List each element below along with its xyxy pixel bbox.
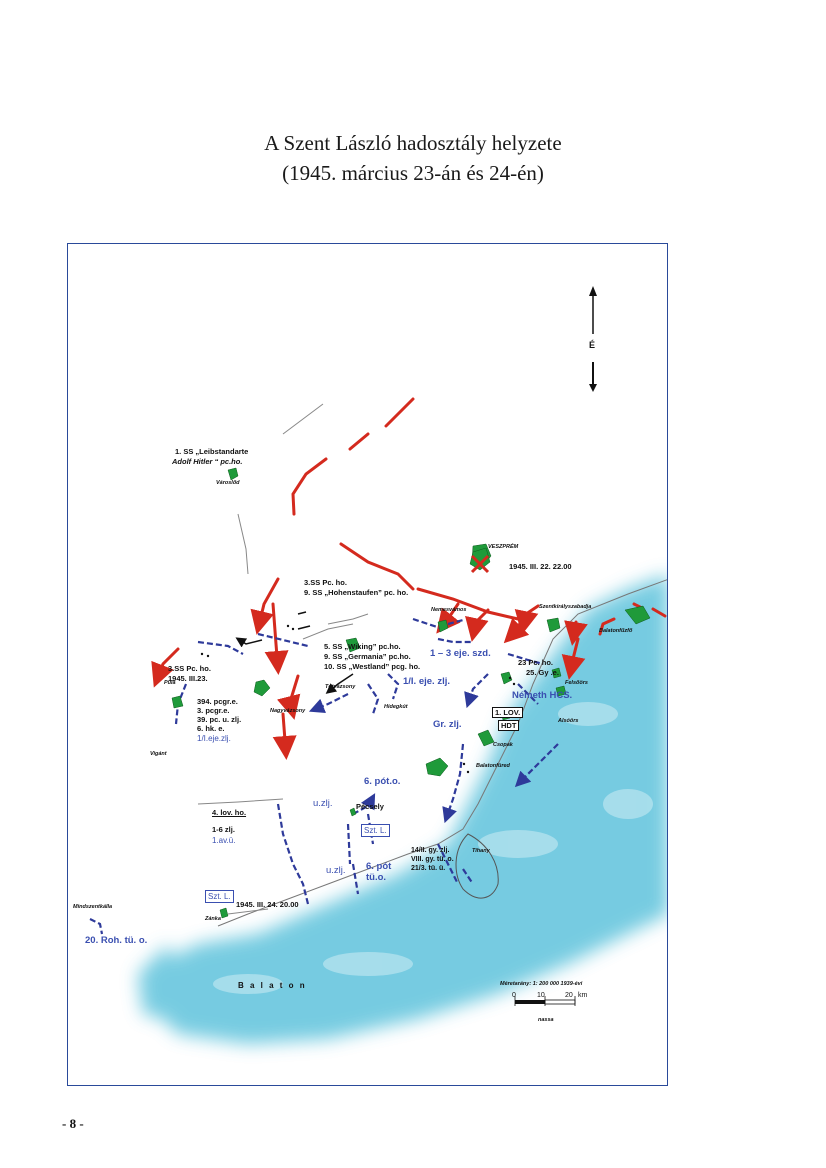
place-nagyvazsony: Nagyvázsony <box>270 708 306 714</box>
unit-sztl-a: Szt. L. <box>361 824 390 837</box>
place-csopak: Csopak <box>493 742 513 748</box>
unit-6pot-b-line2: tü.o. <box>366 872 387 883</box>
unit-lss-line2: Adolf Hitler “ pc.ho. <box>172 457 243 466</box>
place-balatonfured: Balatonfüred <box>476 763 510 769</box>
north-arrow-icon <box>589 286 597 392</box>
unit-sztl-b: Szt. L. <box>205 890 234 903</box>
unit-hdt: HDT <box>498 720 520 731</box>
north-label: É <box>589 340 596 350</box>
unit-3ssc-line1: 3.SS Pc. ho. <box>168 664 211 673</box>
scale-unit: km <box>578 992 588 999</box>
marks <box>200 624 516 774</box>
date-24: 1945. III. 24. 20.00 <box>236 900 299 909</box>
unit-3ss-line2: 9. SS „Hohenstaufen” pc. ho. <box>304 588 409 597</box>
place-varoslod: Városlőd <box>216 480 240 486</box>
scale-caption: Méretarány: 1: 200 000 1939-évi <box>500 981 583 987</box>
place-veszprem: VESZPRÉM <box>488 544 519 550</box>
place-nemesvamos: Nemesvámos <box>431 607 467 613</box>
place-szentkiraly: Szentkirályszabadja <box>539 604 592 610</box>
unit-lov1: 1. LOV. <box>492 707 524 718</box>
forests <box>171 467 651 919</box>
water-texture <box>213 702 653 994</box>
unit-394-line2: 3. pcgr.e. <box>197 706 230 715</box>
veszprem-marker <box>469 547 491 574</box>
roads <box>197 403 369 915</box>
scale-tick-20: 20 <box>565 992 573 999</box>
unit-16zlj-line2: 1.av.ü. <box>212 836 236 845</box>
unit-gr-zlj: Gr. zlj. <box>433 719 462 730</box>
unit-tihany-line3: 21/3. tü. ü. <box>411 865 446 872</box>
unit-tihany-line2: VIII. gy. tü. o. <box>411 856 454 863</box>
unit-394-line4: 6. hk. e. <box>197 724 225 733</box>
unit-wiking-line1: 5. SS „Wiking” pc.ho. <box>324 642 401 651</box>
lake-label: B a l a t o n <box>238 981 307 990</box>
tihany-peninsula <box>455 833 499 899</box>
unit-16zlj-line1: 1-6 zlj. <box>212 825 235 834</box>
unit-uzlj-b: u.zlj. <box>326 865 346 876</box>
unit-wiking-line3: 10. SS „Westland” pcg. ho. <box>324 662 421 671</box>
place-balatonfuzfo: Balatonfűzfő <box>599 628 633 634</box>
place-hidegkut: Hidegkút <box>384 704 408 710</box>
place-pula: Pula <box>164 680 176 686</box>
scale-subcaption: nassa <box>538 1017 554 1023</box>
map-frame: É 1. SS „Leibstandarte Adolf Hitler “ pc… <box>67 243 668 1086</box>
unit-3ssc-line2: 1945. III.23. <box>168 674 208 683</box>
unit-lss-line1: 1. SS „Leibstandarte <box>175 447 249 456</box>
title-line-2: (1945. március 23-án és 24-én) <box>282 161 544 185</box>
unit-eje-szd: 1 – 3 eje. szd. <box>430 648 491 659</box>
unit-394-line3: 39. pc. u. zlj. <box>197 715 242 724</box>
unit-394-line1: 394. pcgr.e. <box>197 697 238 706</box>
staff-arrows <box>235 611 354 694</box>
unit-23pc-line1: 23 Pc. ho. <box>518 658 554 667</box>
unit-roh20: 20. Roh. tü. o. <box>85 935 148 946</box>
place-pecsely: Pécsely <box>356 802 384 811</box>
map-svg <box>89 286 667 1044</box>
scale-bar <box>514 996 576 1006</box>
lake-balaton <box>138 574 667 1044</box>
unit-23pc-line2: 25. Gy .e. <box>526 668 559 677</box>
unit-tihany-line1: 14/II. gy. zlj. <box>411 847 450 854</box>
unit-394-line5: 1/I.eje.zlj. <box>197 734 231 743</box>
place-alsoors: Alsóörs <box>558 718 579 724</box>
unit-uzlj-a: u.zlj. <box>313 798 333 809</box>
unit-6pot-b-line1: 6. pót <box>366 861 392 872</box>
place-felsoors: Felsőörs <box>565 680 588 686</box>
place-zanka: Zánka <box>205 916 221 922</box>
scale-tick-0: 0 <box>512 992 516 999</box>
unit-3ss-line1: 3.SS Pc. ho. <box>304 578 347 587</box>
place-tothvazsony: Tótvázsony <box>325 684 356 690</box>
title-line-1: A Szent László hadosztály helyzete <box>264 131 562 155</box>
unit-4lov: 4. lov. ho. <box>212 808 247 817</box>
unit-nemeth: Németh HCS. <box>512 690 573 701</box>
unit-6pot-a: 6. pót.o. <box>364 776 401 787</box>
unit-wiking-line2: 9. SS „Germania” pc.ho. <box>324 652 411 661</box>
place-mindszentkalla: Mindszentkálla <box>73 904 113 910</box>
page-number: - 8 - <box>62 1116 84 1131</box>
unit-eje-zlj: 1/I. eje. zlj. <box>403 676 450 687</box>
veszprem-date: 1945. III. 22. 22.00 <box>509 562 572 571</box>
place-tihany: Tihany <box>472 848 490 854</box>
scale-tick-10: 10 <box>537 992 545 999</box>
map-title: A Szent László hadosztály helyzete (1945… <box>0 128 826 188</box>
place-vigant: Vigánt <box>150 751 167 757</box>
